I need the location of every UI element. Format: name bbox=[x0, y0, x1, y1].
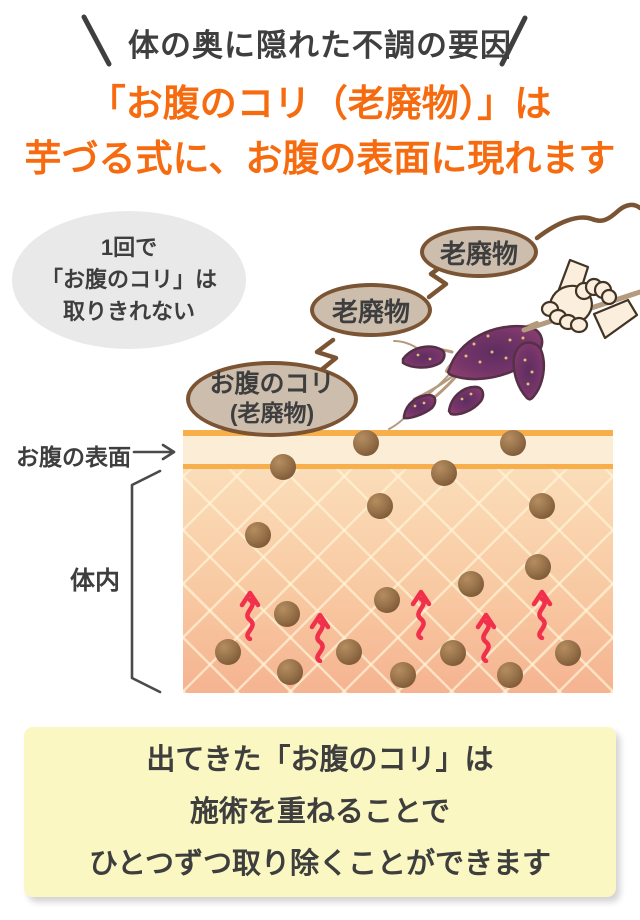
sweet-potato-illustration bbox=[388, 258, 640, 430]
potato-left-small bbox=[401, 345, 446, 369]
note-bubble: 1回で 「お腹のコリ」は 取りきれない bbox=[12, 211, 246, 349]
note-bubble-line2: 「お腹のコリ」は bbox=[40, 267, 217, 292]
main-heading-line2: 芋づる式に、お腹の表面に現れます bbox=[24, 138, 616, 179]
note-bubble-line3: 取りきれない bbox=[62, 299, 195, 324]
bottom-message-line2: 施術を重ねることで bbox=[189, 796, 451, 828]
vine-zigzag-bottom bbox=[314, 337, 339, 374]
potato-speckles bbox=[413, 334, 534, 408]
inside-body-bracket bbox=[130, 469, 162, 694]
waste-bubble-mid: 老廃物 bbox=[310, 283, 432, 337]
hand-icon bbox=[540, 258, 639, 340]
inside-body-label: 体内 bbox=[70, 567, 121, 595]
potato-large bbox=[447, 324, 544, 381]
main-heading: 「お腹のコリ（老廃物）」は 芋づる式に、お腹の表面に現れます bbox=[0, 76, 640, 186]
potato-bottom-small bbox=[402, 393, 437, 420]
potato-bottom-mid bbox=[447, 385, 485, 416]
bottom-message-line3: ひとつずつ取り除くことができます bbox=[89, 848, 551, 880]
koli-bubble-line1: お腹のコリ bbox=[209, 370, 335, 398]
surface-arrow-icon bbox=[132, 443, 176, 461]
waste-bubble-top: 老廃物 bbox=[420, 226, 538, 278]
page-title: 体の奥に隠れた不調の要因 bbox=[128, 28, 512, 63]
surface-label: お腹の表面 bbox=[16, 444, 131, 470]
note-bubble-line1: 1回で bbox=[100, 235, 158, 260]
koli-bubble-line2: (老廃物) bbox=[229, 400, 315, 426]
skin-surface-band bbox=[183, 430, 613, 469]
koli-bubble: お腹のコリ (老廃物) bbox=[186, 361, 358, 437]
bottom-message-line1: 出てきた「お腹のコリ」は bbox=[146, 744, 494, 776]
potato-right bbox=[512, 341, 546, 401]
body-interior bbox=[183, 469, 613, 693]
main-heading-line1: 「お腹のコリ（老廃物）」は bbox=[88, 83, 552, 124]
body-cross-section bbox=[183, 430, 613, 693]
vine-line bbox=[534, 202, 640, 241]
waste-bubble-mid-label: 老廃物 bbox=[331, 296, 410, 327]
bottom-message-box: 出てきた「お腹のコリ」は 施術を重ねることで ひとつずつ取り除くことができます bbox=[24, 727, 616, 897]
waste-bubble-top-label: 老廃物 bbox=[439, 238, 518, 269]
